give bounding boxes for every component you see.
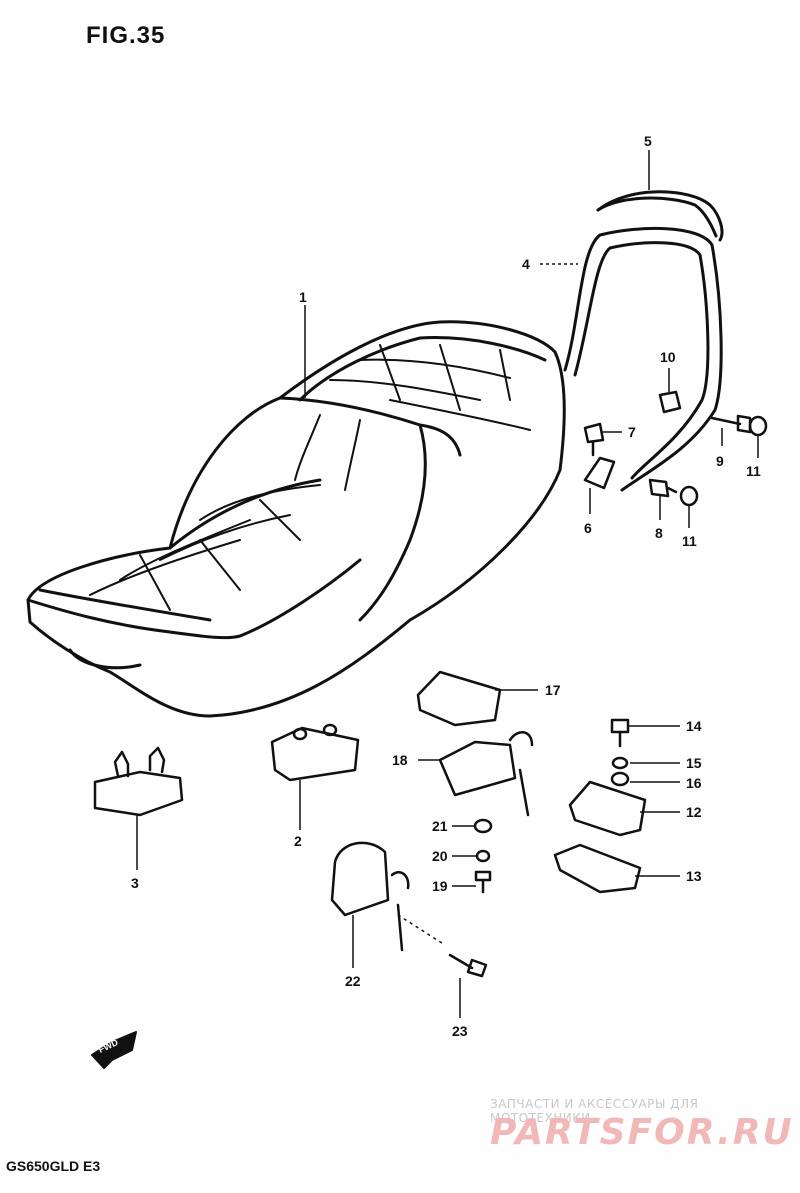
screw-part-19 <box>474 870 492 894</box>
callout-21: 21 <box>432 818 448 834</box>
callout-15: 15 <box>686 755 702 771</box>
callout-7: 7 <box>628 424 636 440</box>
bracket-part-12 <box>568 780 647 837</box>
grab-bar-part <box>563 226 723 492</box>
bolt-part-8 <box>648 478 678 498</box>
cushion-part-3 <box>93 746 184 817</box>
cap-part-11b <box>679 485 699 507</box>
callout-9: 9 <box>716 453 724 469</box>
callout-4: 4 <box>522 256 530 272</box>
model-code: GS650GLD E3 <box>6 1158 101 1174</box>
nut-part-10 <box>658 390 682 414</box>
bracket-part-6 <box>583 456 616 490</box>
grab-bar-cover-part <box>596 190 724 242</box>
bolt-part-23 <box>448 953 488 978</box>
callout-18: 18 <box>392 752 408 768</box>
callout-11a: 11 <box>746 463 761 479</box>
seat-part <box>26 320 566 718</box>
watermark-logo: PARTSFOR.RU <box>490 1112 794 1153</box>
callout-16: 16 <box>686 775 702 791</box>
cap-part-11a <box>748 415 768 437</box>
cushion-part-2 <box>270 723 360 782</box>
lock-part-18 <box>438 731 534 817</box>
callout-19: 19 <box>432 878 448 894</box>
callout-17: 17 <box>545 682 561 698</box>
callout-12: 12 <box>686 804 702 820</box>
callout-labels: 1 5 4 10 7 9 11 6 8 11 17 18 2 3 14 15 1… <box>131 133 761 1039</box>
callout-6: 6 <box>584 520 592 536</box>
callout-23: 23 <box>452 1023 468 1039</box>
bolt-part-7 <box>583 422 605 457</box>
callout-10: 10 <box>660 349 676 365</box>
callout-5: 5 <box>644 133 652 149</box>
washer-part-16 <box>610 771 630 787</box>
bracket-part-17 <box>416 670 502 727</box>
leader-lines <box>136 150 759 1018</box>
callout-1: 1 <box>299 289 307 305</box>
washer-part-20 <box>475 849 491 863</box>
callout-2: 2 <box>294 833 302 849</box>
callout-20: 20 <box>432 848 448 864</box>
callout-22: 22 <box>345 973 361 989</box>
nut-part-21 <box>473 818 493 834</box>
forward-arrow-icon <box>91 1031 137 1069</box>
bolt-part-14 <box>610 718 630 748</box>
washer-part-15 <box>611 756 629 770</box>
bolt-part-9 <box>710 414 752 434</box>
watermark-tagline: ЗАПЧАСТИ И АКСЕССУАРЫ ДЛЯ МОТОТЕХНИКИ <box>490 1097 699 1125</box>
lock-part-22 <box>330 841 410 952</box>
figure-title: FIG.35 <box>86 22 166 49</box>
callout-8: 8 <box>655 525 663 541</box>
callout-14: 14 <box>686 718 702 734</box>
callout-11b: 11 <box>682 533 697 549</box>
callout-3: 3 <box>131 875 139 891</box>
plate-part-13 <box>553 843 642 894</box>
callout-13: 13 <box>686 868 702 884</box>
